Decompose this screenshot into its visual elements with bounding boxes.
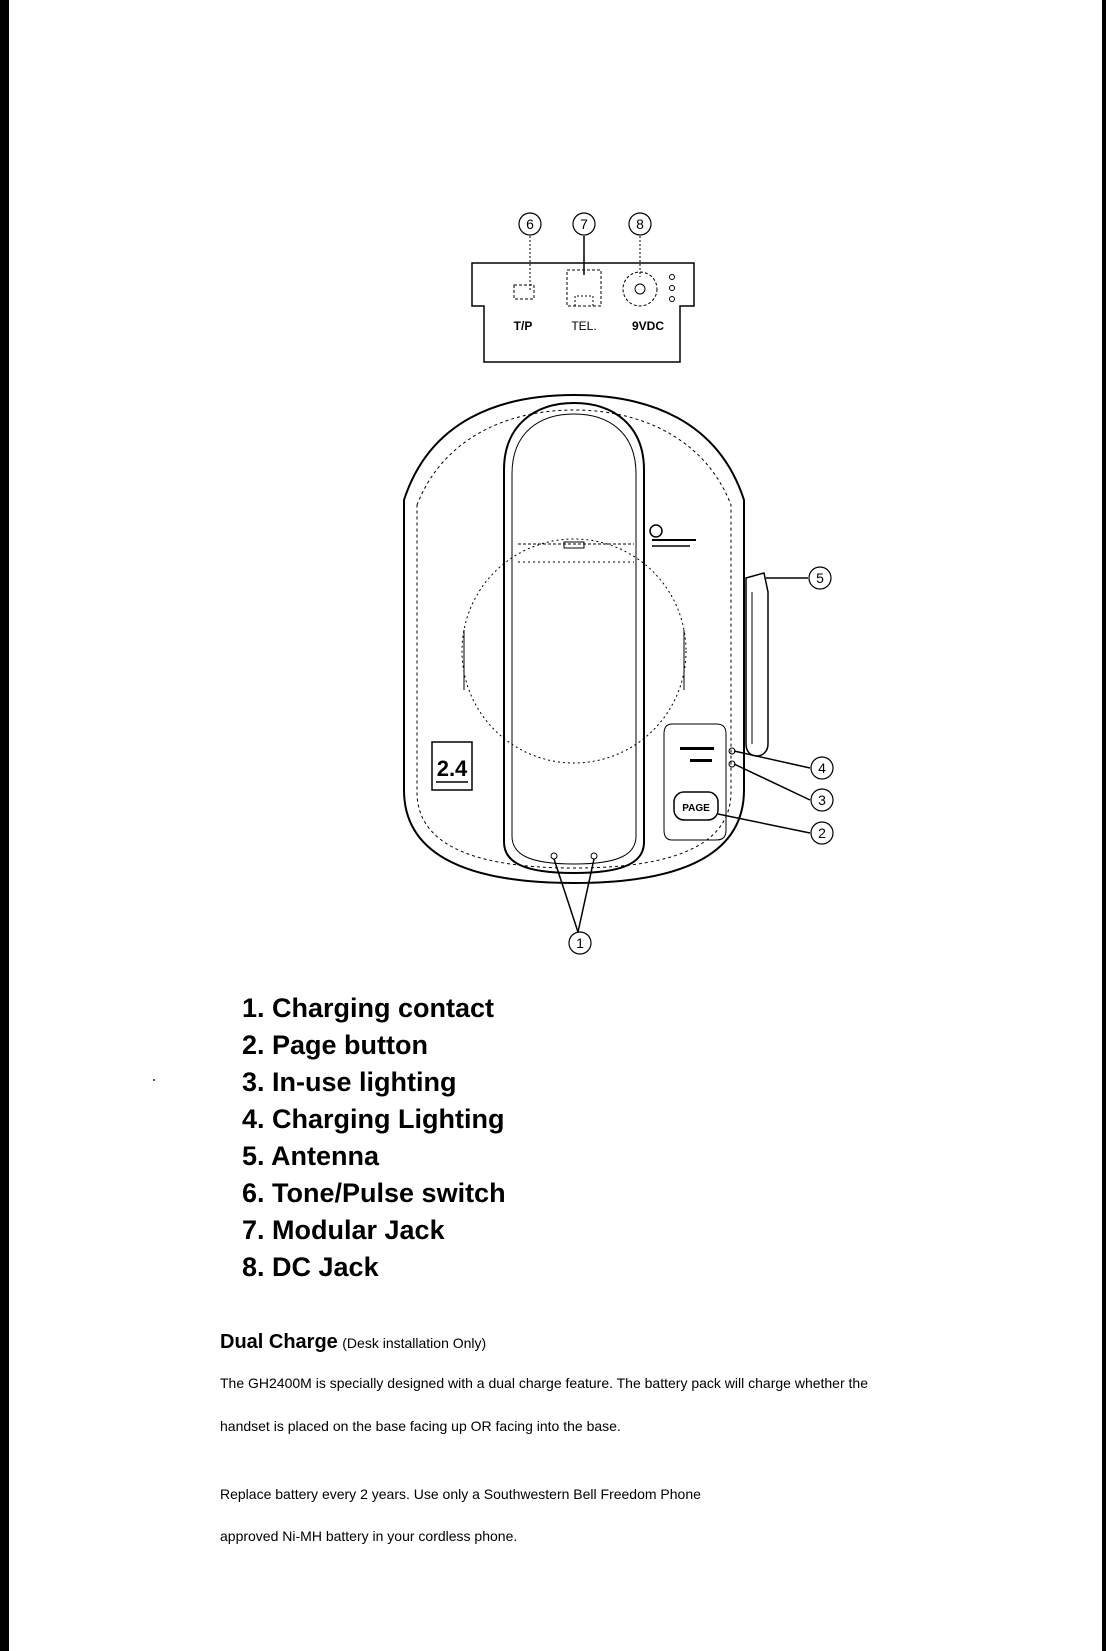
parts-list-item: 7. Modular Jack <box>242 1215 445 1245</box>
frequency-badge <box>431 741 473 791</box>
parts-list-item: 8. DC Jack <box>242 1252 379 1282</box>
page-button-shape <box>673 791 719 821</box>
callout-1: 1 <box>576 935 584 951</box>
rear-jack-panel <box>471 236 695 363</box>
base-unit <box>403 393 745 885</box>
handset-shape <box>503 401 645 875</box>
parts-list-item: 5. Antenna <box>242 1141 380 1171</box>
paragraph-line: Replace battery every 2 years. Use only … <box>220 1486 701 1502</box>
callout-circle-3 <box>810 788 834 812</box>
callout-circle-6 <box>518 212 542 236</box>
callout-circle-7 <box>572 212 596 236</box>
speck <box>153 1079 155 1081</box>
paragraph-line: handset is placed on the base facing up … <box>220 1418 621 1434</box>
callout-7: 7 <box>580 216 588 232</box>
left-border-bar <box>0 0 9 1651</box>
parts-list-item: 4. Charging Lighting <box>242 1104 505 1134</box>
callout-circle-2 <box>810 821 834 845</box>
callout-3: 3 <box>818 792 826 808</box>
callout-circle-5 <box>808 566 832 590</box>
paragraph-line: The GH2400M is specially designed with a… <box>220 1375 868 1391</box>
parts-list: 1. Charging contact 2. Page button 3. In… <box>242 990 506 1286</box>
right-border-bar <box>1102 0 1106 1651</box>
paragraph-line: approved Ni-MH battery in your cordless … <box>220 1528 518 1544</box>
parts-list-item: 6. Tone/Pulse switch <box>242 1178 506 1208</box>
parts-list-item: 1. Charging contact <box>242 993 495 1023</box>
callout-circle-4 <box>810 756 834 780</box>
callout-8: 8 <box>636 216 644 232</box>
section-subtitle: (Desk installation Only) <box>342 1335 487 1351</box>
section-title: Dual Charge <box>220 1331 338 1353</box>
callout-2: 2 <box>818 825 826 841</box>
tone-pulse-switch-shape <box>513 284 535 300</box>
callout-circle-1 <box>568 931 592 955</box>
brand-logo-icon <box>649 524 663 538</box>
callout-6: 6 <box>526 216 534 232</box>
parts-list-item: 3. In-use lighting <box>242 1067 457 1097</box>
section-heading: Dual Charge (Desk installation Only) <box>220 1331 486 1354</box>
dc-jack-shape <box>622 271 658 307</box>
modular-jack-shape <box>566 269 602 307</box>
page-button-label: PAGE <box>682 803 710 814</box>
callout-circle-8 <box>628 212 652 236</box>
jack-label-9vdc: 9VDC <box>632 319 664 333</box>
phone-base-diagram: T/P TEL. 9VDC 6 7 8 <box>403 212 834 955</box>
jack-label-tp: T/P <box>514 319 533 333</box>
jack-label-tel: TEL. <box>571 319 596 333</box>
callout-5: 5 <box>816 570 824 586</box>
antenna <box>745 572 769 757</box>
badge-label: 2.4 <box>437 756 468 781</box>
callout-4: 4 <box>818 760 826 776</box>
parts-list-item: 2. Page button <box>242 1030 429 1060</box>
